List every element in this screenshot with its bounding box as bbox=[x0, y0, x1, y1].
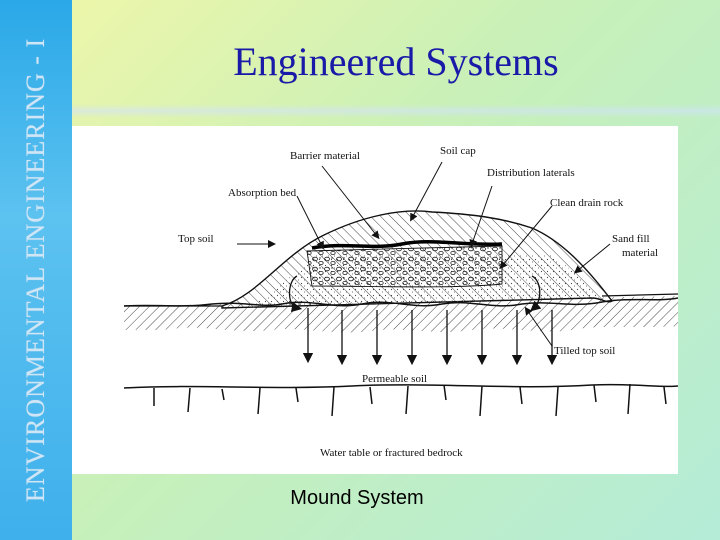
diagram-caption: Mound System bbox=[290, 487, 424, 509]
label-water-table: Water table or fractured bedrock bbox=[320, 447, 463, 459]
label-sand-fill-material: material bbox=[622, 247, 658, 259]
tilled-top-soil-line bbox=[123, 297, 678, 307]
label-absorption-bed: Absorption bed bbox=[228, 187, 297, 199]
side-band bbox=[0, 0, 72, 540]
absorption-bed bbox=[306, 245, 503, 288]
title-divider bbox=[72, 104, 720, 118]
label-distribution-laterals: Distribution laterals bbox=[487, 167, 575, 179]
flow-arrows bbox=[288, 275, 558, 366]
slide-title: Engineered Systems bbox=[233, 39, 559, 84]
label-permeable-soil: Permeable soil bbox=[362, 373, 427, 385]
label-tilled-top-soil: Tilled top soil bbox=[554, 345, 615, 357]
water-table-line bbox=[123, 383, 678, 417]
mound-system-diagram: Barrier material Soil cap Distribution l… bbox=[72, 126, 678, 474]
leader-lines bbox=[237, 161, 611, 347]
vertical-course-title: ENVIRONMENTAL ENGINEERING - I bbox=[21, 37, 50, 503]
label-clean-drain-rock: Clean drain rock bbox=[550, 197, 624, 209]
label-barrier-material: Barrier material bbox=[290, 150, 360, 162]
label-top-soil: Top soil bbox=[178, 233, 214, 245]
label-sand-fill: Sand fill bbox=[612, 233, 650, 245]
label-soil-cap: Soil cap bbox=[440, 145, 476, 157]
